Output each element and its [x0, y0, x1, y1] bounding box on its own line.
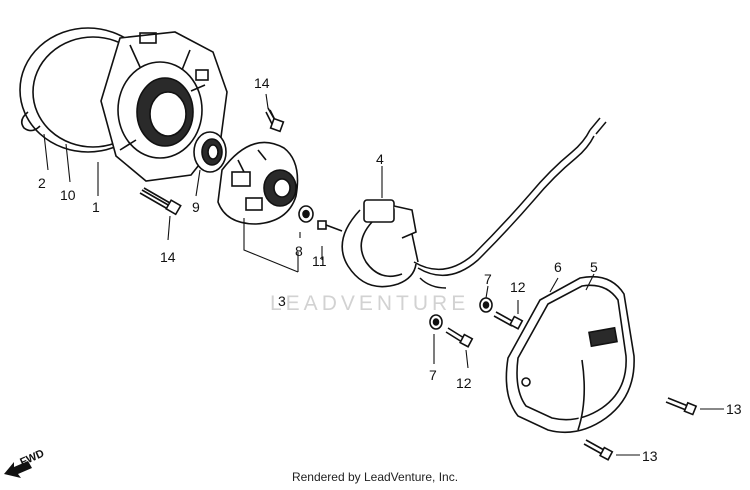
washer-7-lower [429, 314, 443, 330]
generator-cover [505, 275, 635, 434]
washer [298, 205, 314, 223]
bolt-13-upper [665, 397, 698, 416]
label-13-lower: 13 [642, 448, 658, 464]
leader-lines [43, 93, 724, 456]
pulser-base [217, 141, 299, 225]
label-1: 1 [92, 199, 100, 215]
watermark: LEADVENTURE [270, 292, 470, 315]
label-9: 9 [192, 199, 200, 215]
label-7-lower: 7 [429, 367, 437, 383]
screw-11 [317, 220, 343, 232]
label-2: 2 [38, 175, 46, 191]
label-12-lower: 12 [456, 375, 472, 391]
label-7-upper: 7 [484, 271, 492, 287]
label-11: 11 [312, 253, 327, 269]
label-10: 10 [60, 187, 76, 203]
oil-seal [193, 131, 227, 173]
label-4: 4 [376, 151, 384, 167]
bolt-upper [265, 107, 285, 133]
label-5: 5 [590, 259, 598, 275]
label-3: 3 [278, 293, 286, 309]
fwd-label: FWD [18, 448, 46, 469]
label-13-upper: 13 [726, 401, 742, 417]
label-8: 8 [295, 243, 303, 259]
footer-credit: Rendered by LeadVenture, Inc. [291, 470, 459, 484]
label-12-upper: 12 [510, 279, 526, 295]
stator-housing [19, 27, 228, 182]
bolt-12-lower [445, 327, 474, 348]
label-14-lower: 14 [160, 249, 176, 265]
bolt-13-lower [583, 439, 614, 461]
washer-7-upper [479, 297, 493, 313]
ignition-coil [341, 199, 419, 288]
bolt-12-upper [493, 311, 524, 330]
bolt-lower [139, 187, 182, 216]
label-14-upper: 14 [254, 75, 270, 91]
label-6: 6 [554, 259, 562, 275]
wire-harness [413, 117, 607, 289]
